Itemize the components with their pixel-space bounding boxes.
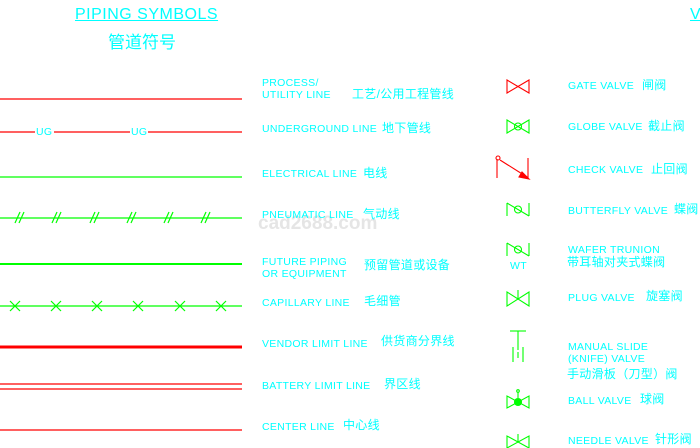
wafer-trunion-valve-icon: [506, 242, 530, 257]
pneumatic-tick-mark: [204, 211, 211, 224]
vendor-limit-label: VENDOR LIMIT LINE: [262, 338, 368, 350]
globe-valve-label: GLOBE VALVE: [568, 121, 643, 133]
pneumatic-label-cn: 气动线: [363, 207, 400, 221]
future-piping-label-cn: 预留管道或设备: [364, 258, 451, 272]
capillary-line: [0, 300, 242, 312]
pneumatic-tick-mark: [18, 211, 25, 224]
butterfly-valve-label: BUTTERFLY VALVE: [568, 205, 668, 217]
needle-valve-icon: [506, 434, 530, 448]
label-en2: OR EQUIPMENT: [262, 268, 347, 280]
gate-valve-icon: [506, 79, 530, 94]
capillary-x-mark: [132, 300, 144, 312]
label-en2: UTILITY LINE: [262, 89, 331, 101]
battery-limit-line: [0, 383, 242, 390]
gate-valve-label: GATE VALVE: [568, 80, 635, 92]
capillary-x-mark: [9, 300, 21, 312]
pneumatic-tick-mark: [163, 211, 170, 224]
capillary-x-mark: [91, 300, 103, 312]
pneumatic-tick-mark: [93, 211, 100, 224]
underground-label-cn: 地下管线: [382, 121, 432, 135]
needle-valve-label-cn: 针形阀: [655, 432, 692, 446]
electrical-label: ELECTRICAL LINE: [262, 168, 358, 180]
butterfly-valve-label-cn: 蝶阀: [674, 202, 699, 216]
pneumatic-tick-mark: [51, 211, 58, 224]
label-en: FUTURE PIPING: [262, 256, 347, 268]
plug-valve-icon: [506, 290, 530, 308]
process-label: PROCESS/UTILITY LINE: [262, 77, 331, 101]
ball-valve-label: BALL VALVE: [568, 395, 632, 407]
pneumatic-tick-mark: [14, 211, 21, 224]
plug-valve-label-cn: 旋塞阀: [646, 289, 683, 303]
valve-symbols-title-partial: V: [690, 6, 700, 23]
capillary-label-cn: 毛细管: [364, 294, 401, 308]
electrical-label-cn: 电线: [363, 166, 388, 180]
label-en2: (KNIFE) VALVE: [568, 353, 646, 365]
pneumatic-tick-mark: [126, 211, 133, 224]
capillary-x-mark: [215, 300, 227, 312]
watermark: cad2688.com: [258, 213, 378, 234]
battery-limit-label-cn: 界区线: [384, 377, 421, 391]
capillary-x-mark: [50, 300, 62, 312]
battery-limit-label: BATTERY LIMIT LINE: [262, 380, 371, 392]
wafer-trunion-label-cn: 带耳轴对夹式蝶阀: [567, 255, 666, 269]
check-valve-label: CHECK VALVE: [568, 164, 644, 176]
pneumatic-tick-mark: [200, 211, 207, 224]
process-label-cn: 工艺/公用工程管线: [352, 87, 455, 101]
piping-symbols-title-cn: 管道符号: [108, 33, 176, 53]
underground-label: UNDERGROUND LINE: [262, 123, 378, 135]
check-valve-icon: [495, 155, 531, 180]
center-label-cn: 中心线: [343, 418, 380, 432]
label-en: MANUAL SLIDE: [568, 341, 649, 353]
wafer-trunion-label: WAFER TRUNION: [568, 244, 660, 256]
ball-valve-label-cn: 球阀: [640, 392, 665, 406]
pneumatic-tick-mark: [89, 211, 96, 224]
label-en: PROCESS/: [262, 77, 319, 89]
manual-slide-label: MANUAL SLIDE(KNIFE) VALVE: [568, 341, 648, 365]
manual-slide-label-cn: 手动滑板（刀型）阀: [567, 367, 678, 381]
pneumatic-tick-mark: [130, 211, 137, 224]
wafer-trunion-symbol-label: WT: [510, 260, 527, 272]
ball-valve-icon: [506, 389, 530, 409]
butterfly-valve-icon: [506, 202, 530, 217]
pneumatic-label: PNEUMATIC LINE: [262, 209, 354, 221]
plug-valve-label: PLUG VALVE: [568, 292, 635, 304]
gate-valve-label-cn: 闸阀: [642, 78, 667, 92]
pneumatic-tick-mark: [167, 211, 174, 224]
manual-slide-valve-icon: [510, 330, 526, 362]
capillary-label: CAPILLARY LINE: [262, 297, 350, 309]
vendor-limit-label-cn: 供货商分界线: [381, 334, 455, 348]
needle-valve-label: NEEDLE VALVE: [568, 435, 649, 447]
pneumatic-tick-mark: [55, 211, 62, 224]
globe-valve-label-cn: 截止阀: [648, 119, 685, 133]
pneumatic-line: [0, 211, 242, 224]
underground-marker-2: UG: [131, 126, 148, 138]
check-valve-label-cn: 止回阀: [651, 162, 688, 176]
center-label: CENTER LINE: [262, 421, 335, 433]
capillary-x-mark: [174, 300, 186, 312]
underground-marker-1: UG: [36, 126, 53, 138]
globe-valve-icon: [506, 119, 530, 134]
piping-symbols-title: PIPING SYMBOLS: [75, 6, 219, 23]
